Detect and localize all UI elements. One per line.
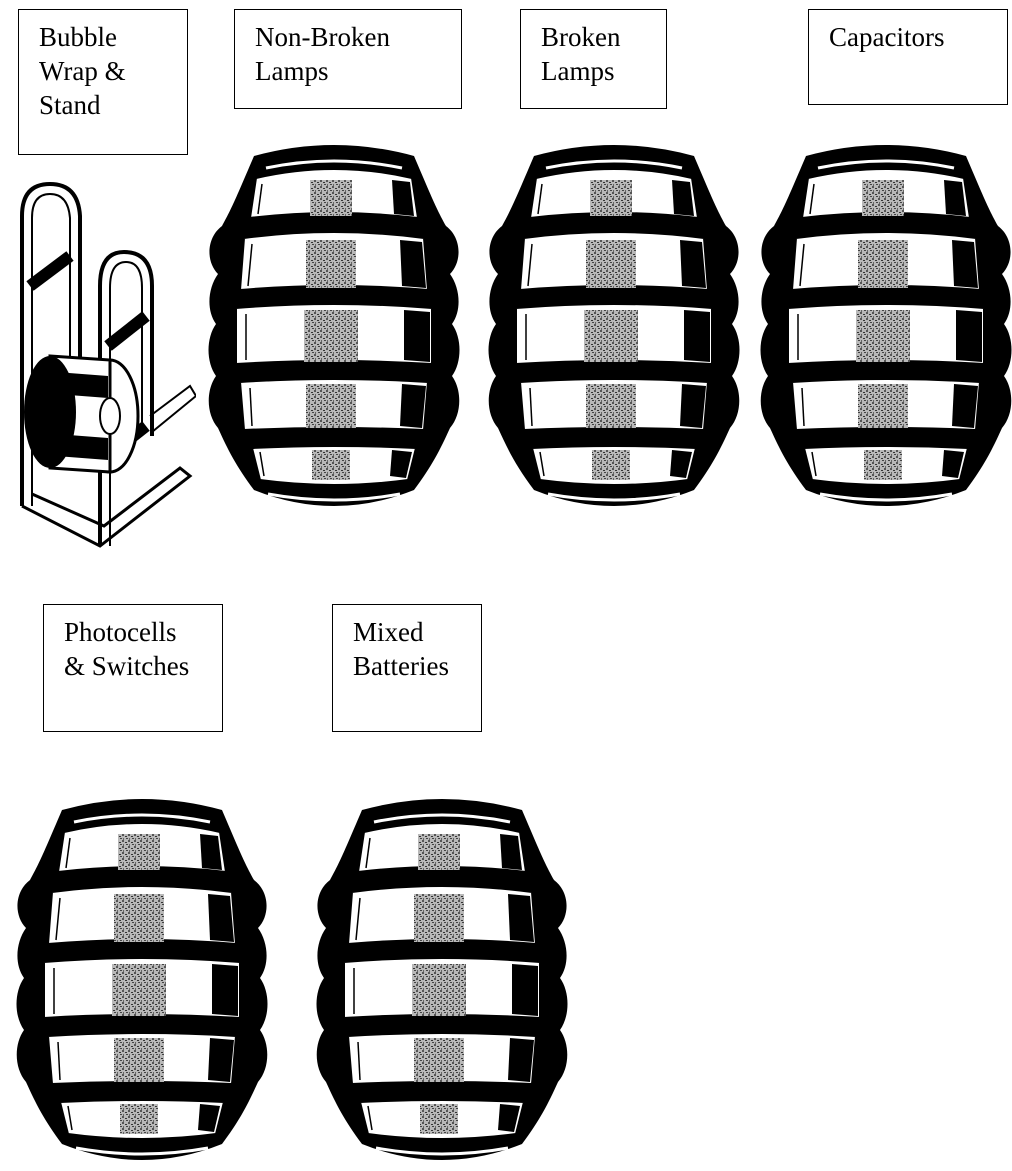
label-photocells-switches: Photocells & Switches <box>43 604 223 732</box>
label-mixed-batteries: Mixed Batteries <box>332 604 482 732</box>
label-line: Lamps <box>541 56 615 86</box>
label-bubble-wrap: Bubble Wrap & Stand <box>18 9 188 155</box>
label-line: Photocells <box>64 617 177 647</box>
label-line: Lamps <box>255 56 329 86</box>
label-line: Mixed <box>353 617 424 647</box>
barrel-icon-broken-lamps <box>486 138 742 514</box>
label-line: Broken <box>541 22 621 52</box>
label-broken-lamps: Broken Lamps <box>520 9 667 109</box>
barrel-icon-mixed-batteries <box>314 792 570 1168</box>
label-line: Wrap & <box>39 56 126 86</box>
label-line: Batteries <box>353 651 449 681</box>
label-line: Non-Broken <box>255 22 390 52</box>
barrel-icon-capacitors <box>758 138 1012 514</box>
label-non-broken-lamps: Non-Broken Lamps <box>234 9 462 109</box>
bubble-wrap-stand-icon <box>0 176 196 556</box>
barrel-icon-photocells-switches <box>14 792 270 1168</box>
label-line: Capacitors <box>829 22 945 52</box>
label-line: Bubble <box>39 22 117 52</box>
label-line: & Switches <box>64 651 190 681</box>
label-capacitors: Capacitors <box>808 9 1008 105</box>
label-line: Stand <box>39 90 101 120</box>
barrel-icon-non-broken-lamps <box>206 138 462 514</box>
